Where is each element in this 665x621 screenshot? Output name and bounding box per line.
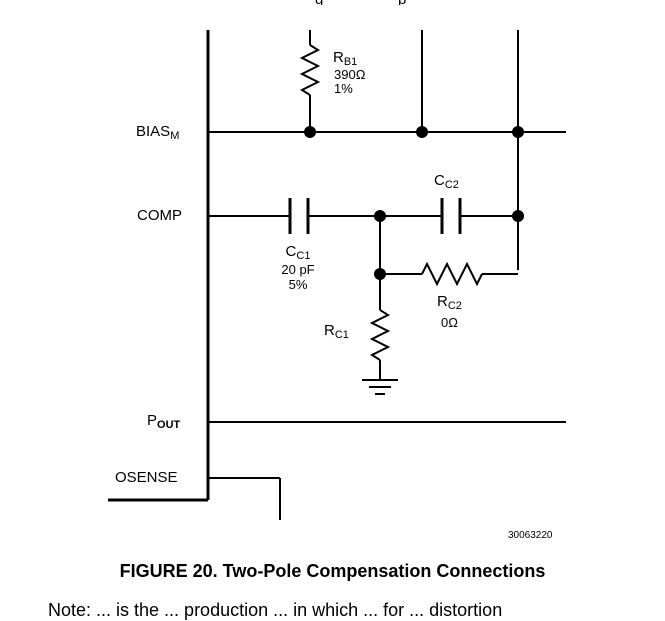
rb1-value: 390Ω: [334, 67, 366, 82]
junction-dot: [374, 210, 386, 222]
rc2-value: 0Ω: [441, 315, 458, 330]
junction-dot: [304, 126, 316, 138]
rb1-label: RB1: [333, 49, 358, 68]
junction-dot: [416, 126, 428, 138]
rc2-label: RC2: [437, 293, 462, 312]
comp-pin-label: COMP: [137, 207, 182, 224]
rb1-tolerance: 1%: [334, 81, 353, 96]
bottom-cut-text: Note: ... is the ... production ... in w…: [48, 600, 503, 620]
cc1-tolerance: 5%: [288, 277, 308, 292]
cc1-label: CC1: [285, 243, 311, 262]
junction-dot: [512, 210, 524, 222]
cc1-value: 20 pF: [281, 262, 315, 277]
cut-fragment: C1: [595, 0, 609, 1]
cut-fragment: C2: [418, 0, 432, 1]
bias-pin-label: BIASM: [136, 123, 180, 142]
junction-dot: [512, 126, 524, 138]
cut-fragment: g: [315, 0, 323, 5]
cc2-label: CC2: [434, 172, 459, 191]
junction-dot: [374, 268, 386, 280]
top-cut-text: g p C2 C1: [40, 0, 665, 5]
cut-fragment: p: [398, 0, 406, 5]
figure-caption: FIGURE 20. Two-Pole Compensation Connect…: [119, 561, 546, 581]
rc2-resistor: [421, 261, 483, 287]
rc1-resistor: [369, 309, 391, 361]
figure-id: 30063220: [508, 530, 553, 541]
osense-pin-label: OSENSE: [115, 469, 178, 486]
pout-pin-label: POUT: [147, 412, 181, 431]
rc1-label: RC1: [324, 322, 349, 341]
rb1-resistor: [299, 44, 321, 96]
